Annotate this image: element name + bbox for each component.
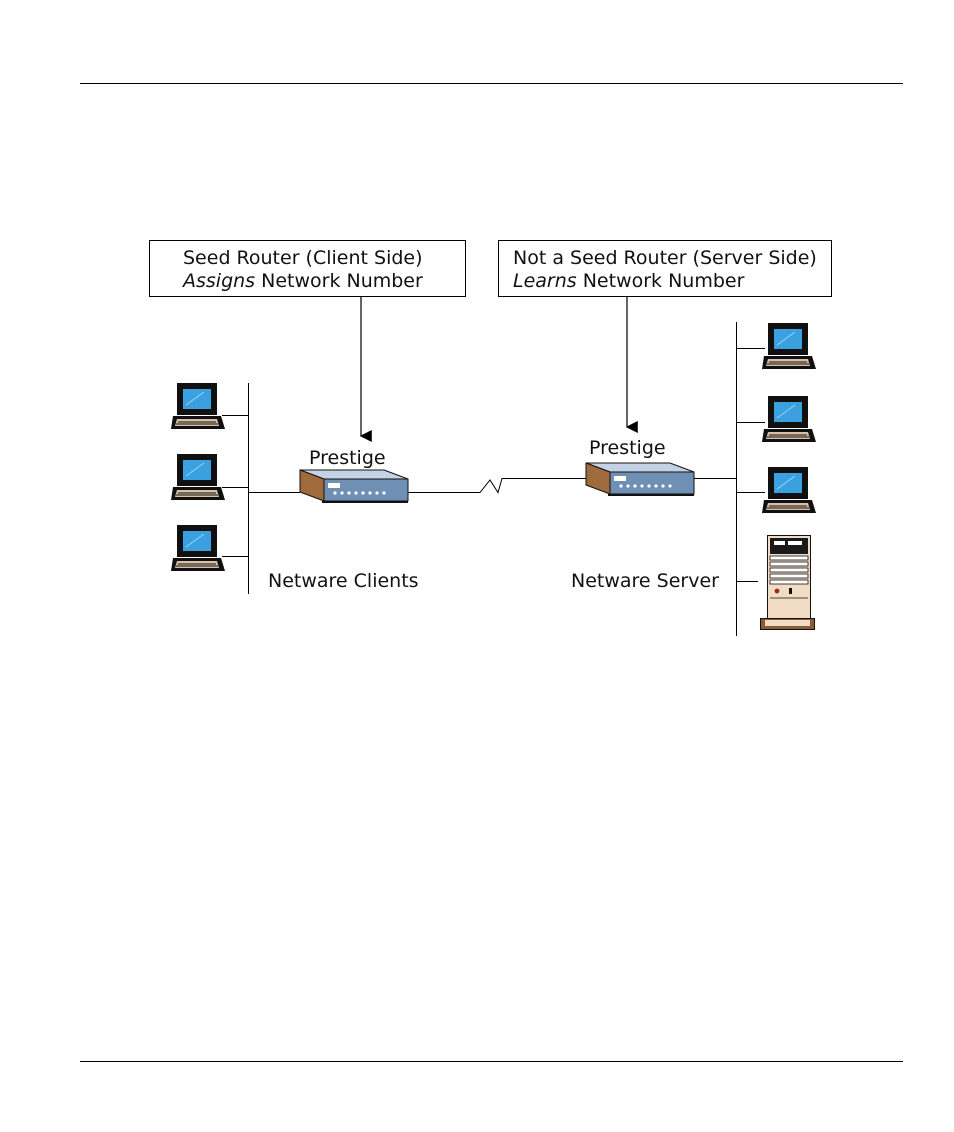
server-callout-rest: Network Number bbox=[577, 270, 745, 292]
client-laptop-icon-3 bbox=[171, 525, 225, 571]
server-side-laptop-icon-2 bbox=[762, 396, 816, 442]
right-router-icon bbox=[586, 463, 694, 495]
server-side-laptop-icon-3 bbox=[762, 467, 816, 513]
netware-server-label: Netware Server bbox=[571, 570, 719, 592]
server-tower-icon bbox=[761, 536, 815, 630]
client-callout-emphasis: Assigns bbox=[181, 270, 255, 292]
server-side-laptop-icon-1 bbox=[762, 323, 816, 369]
client-callout-line1: Seed Router (Client Side) bbox=[183, 247, 423, 269]
client-lan bbox=[222, 383, 300, 594]
client-laptop-icon-1 bbox=[171, 383, 225, 429]
left-router-icon bbox=[300, 470, 408, 502]
wan-link bbox=[408, 479, 586, 493]
left-router-label: Prestige bbox=[309, 447, 386, 469]
netware-clients-label: Netware Clients bbox=[268, 570, 419, 592]
server-callout-line1: Not a Seed Router (Server Side) bbox=[513, 247, 817, 269]
server-callout-line2: Learns Network Number bbox=[513, 270, 745, 292]
client-callout-rest: Network Number bbox=[255, 270, 423, 292]
client-laptop-icon-2 bbox=[171, 454, 225, 500]
right-router-label: Prestige bbox=[589, 437, 666, 459]
server-callout-box: Not a Seed Router (Server Side) Learns N… bbox=[499, 241, 832, 297]
client-callout-line2: Assigns Network Number bbox=[181, 270, 423, 292]
server-callout-emphasis: Learns bbox=[513, 270, 577, 292]
client-callout-box: Seed Router (Client Side) Assigns Networ… bbox=[150, 241, 466, 297]
